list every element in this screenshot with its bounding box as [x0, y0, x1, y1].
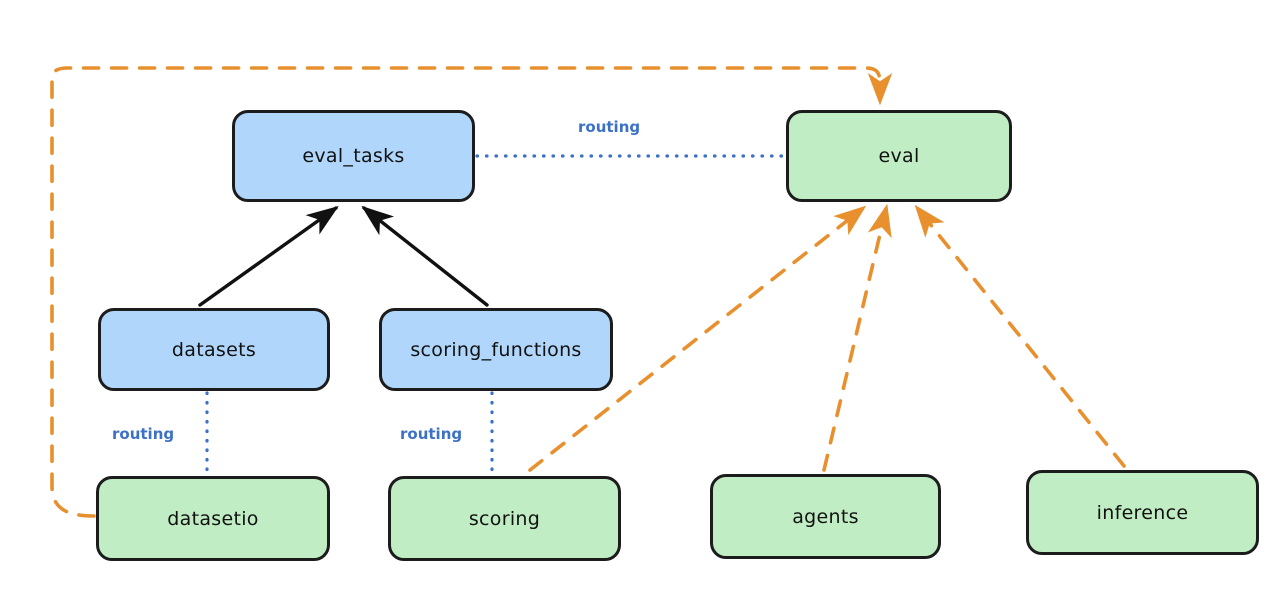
edge-scoring-to-eval — [528, 205, 867, 472]
edge-scoring_functions-to-eval_tasks — [361, 205, 489, 307]
node-label-eval: eval — [878, 145, 920, 167]
node-inference[interactable]: inference — [1026, 470, 1259, 555]
edge-label-routing-datasets-datasetio: routing — [112, 425, 175, 443]
node-datasets[interactable]: datasets — [98, 308, 330, 391]
node-label-datasets: datasets — [171, 338, 257, 361]
node-scoring_functions[interactable]: scoring_functions — [379, 308, 613, 391]
edge-datasets-to-eval_tasks — [198, 206, 339, 307]
node-label-eval_tasks: eval_tasks — [302, 145, 405, 167]
node-label-agents: agents — [792, 505, 859, 528]
node-label-datasetio: datasetio — [167, 507, 259, 530]
edge-label-routing-eval_tasks-eval: routing — [578, 118, 641, 136]
edge-datasetio-to-eval — [50, 66, 893, 518]
node-scoring[interactable]: scoring — [388, 476, 621, 561]
node-eval_tasks[interactable]: eval_tasks — [232, 110, 475, 202]
node-eval[interactable]: eval — [786, 110, 1012, 202]
node-label-scoring_functions: scoring_functions — [410, 338, 582, 361]
edge-agents-to-eval — [822, 203, 892, 472]
node-label-inference: inference — [1096, 501, 1189, 524]
node-agents[interactable]: agents — [710, 474, 941, 559]
edge-label-routing-scoring_functions-scoring: routing — [400, 425, 463, 443]
node-datasetio[interactable]: datasetio — [96, 476, 330, 561]
node-label-scoring: scoring — [468, 507, 541, 530]
edge-inference-to-eval — [914, 204, 1126, 468]
